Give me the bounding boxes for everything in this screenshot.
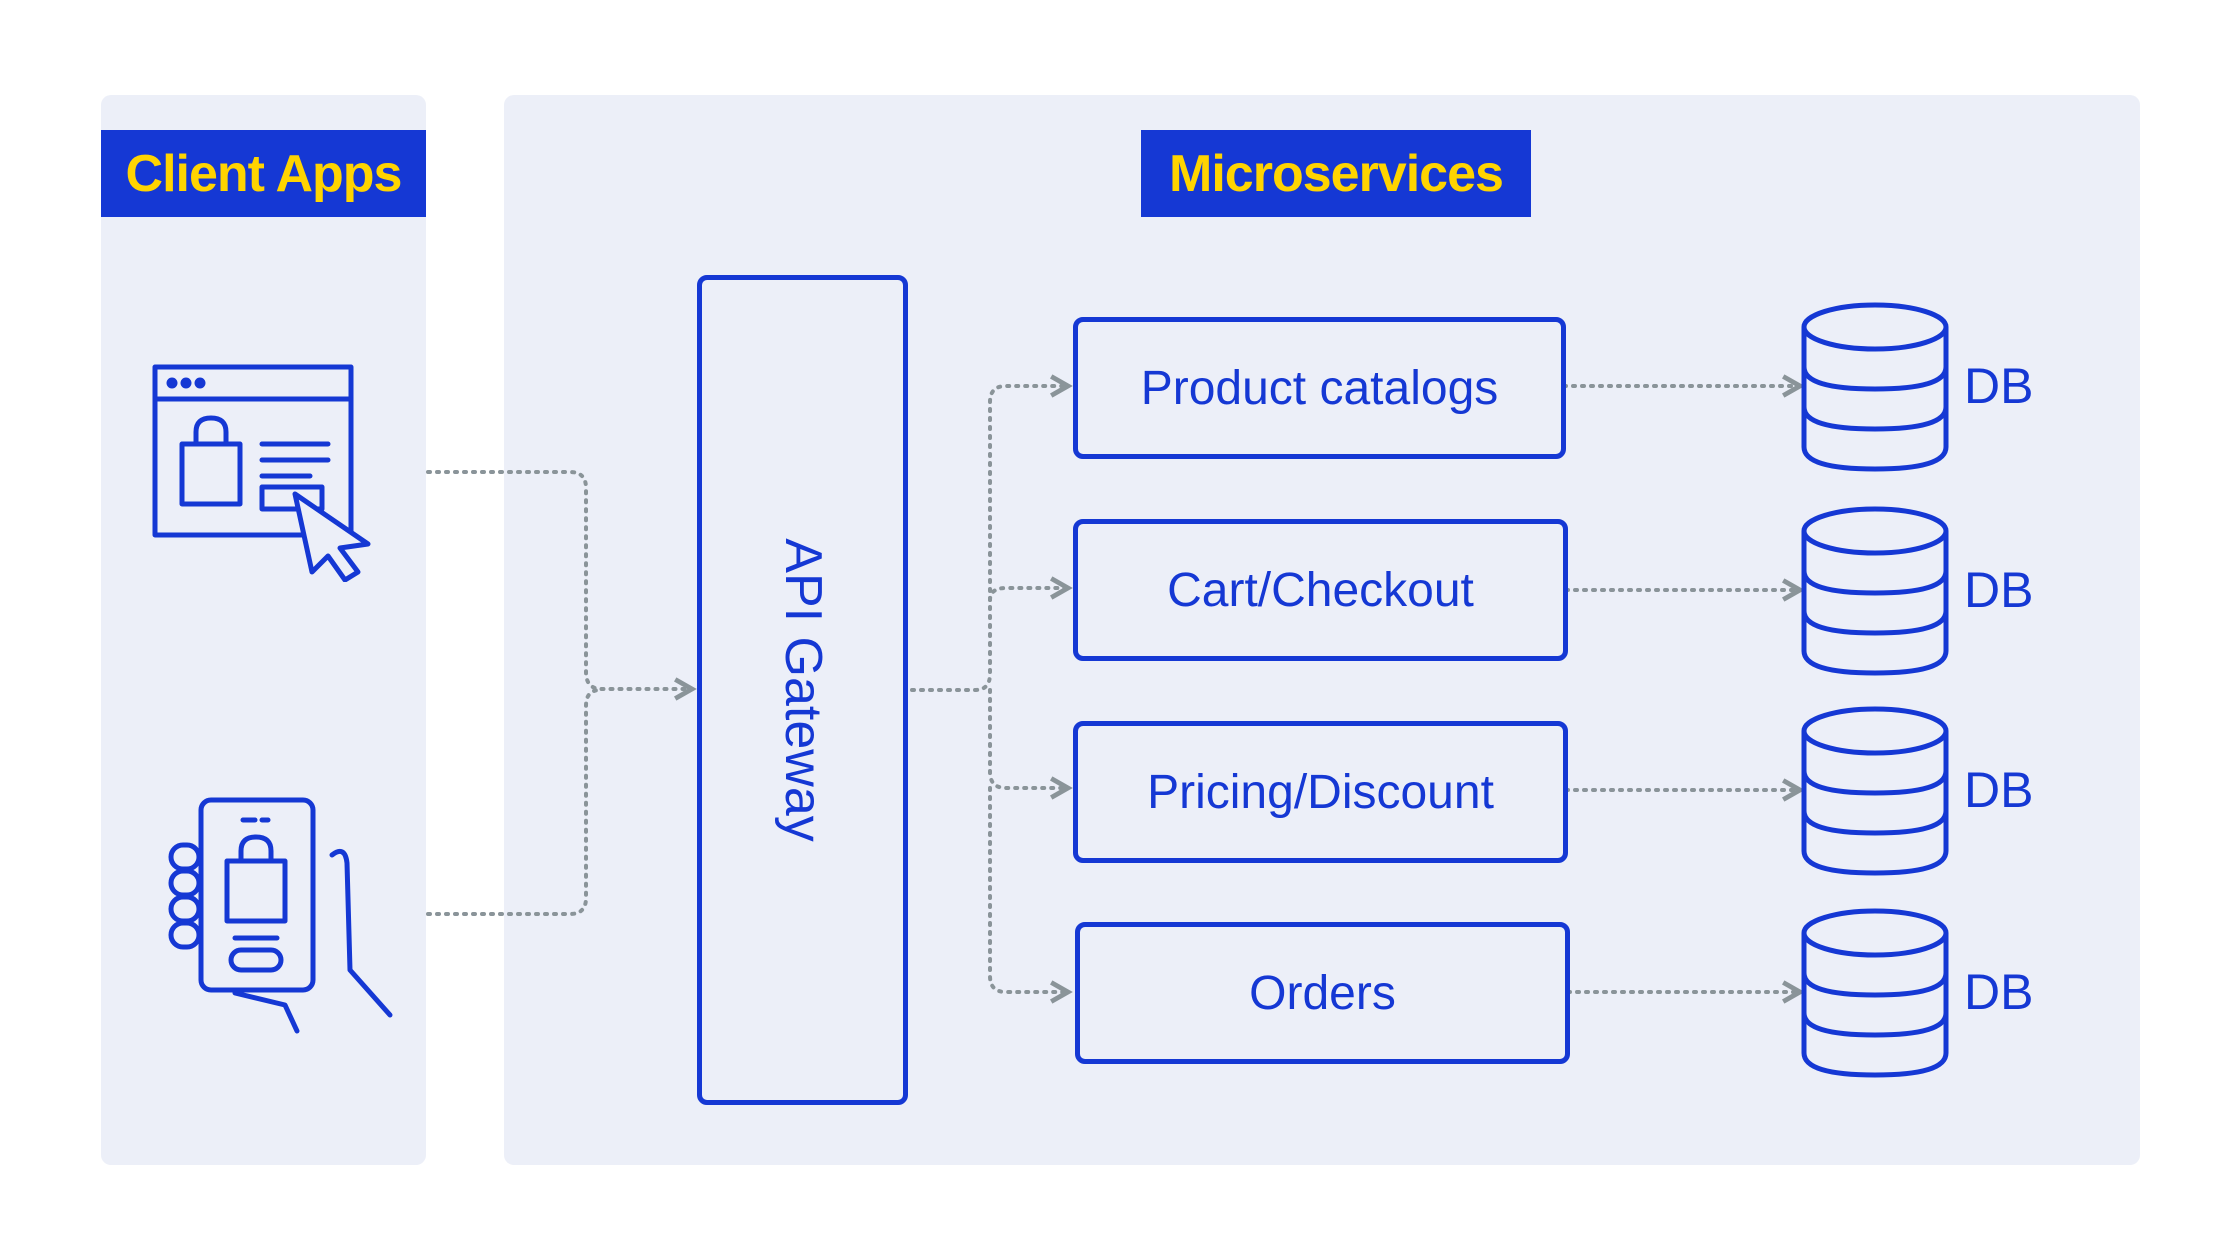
mobile-shop-icon — [168, 797, 393, 1034]
web-shop-icon — [152, 364, 371, 582]
api-gateway-label: API Gateway — [773, 538, 832, 842]
gateway-to-product-connector — [910, 374, 1073, 692]
mobile-to-gateway-connector — [426, 688, 602, 916]
service-box-orders: Orders — [1075, 922, 1570, 1064]
service-box-cart-checkout: Cart/Checkout — [1073, 519, 1568, 661]
database-icon — [1801, 302, 1949, 472]
gateway-to-orders-connector — [988, 786, 1073, 1004]
db-label: DB — [1964, 358, 2034, 414]
database-icon — [1801, 908, 1949, 1078]
service-box-product-catalogs: Product catalogs — [1073, 317, 1566, 459]
db-label: DB — [1964, 762, 2034, 818]
db-label: DB — [1964, 562, 2034, 618]
microservices-title: Microservices — [1141, 130, 1531, 217]
database-icon — [1801, 506, 1949, 676]
client-apps-title: Client Apps — [101, 130, 426, 217]
gateway-to-pricing-connector — [988, 688, 1073, 800]
db-label: DB — [1964, 964, 2034, 1020]
service-box-pricing-discount: Pricing/Discount — [1073, 721, 1568, 863]
web-to-gateway-connector — [426, 470, 697, 701]
api-gateway-box: API Gateway — [697, 275, 908, 1105]
gateway-to-cart-connector — [988, 576, 1073, 602]
database-icon — [1801, 706, 1949, 876]
